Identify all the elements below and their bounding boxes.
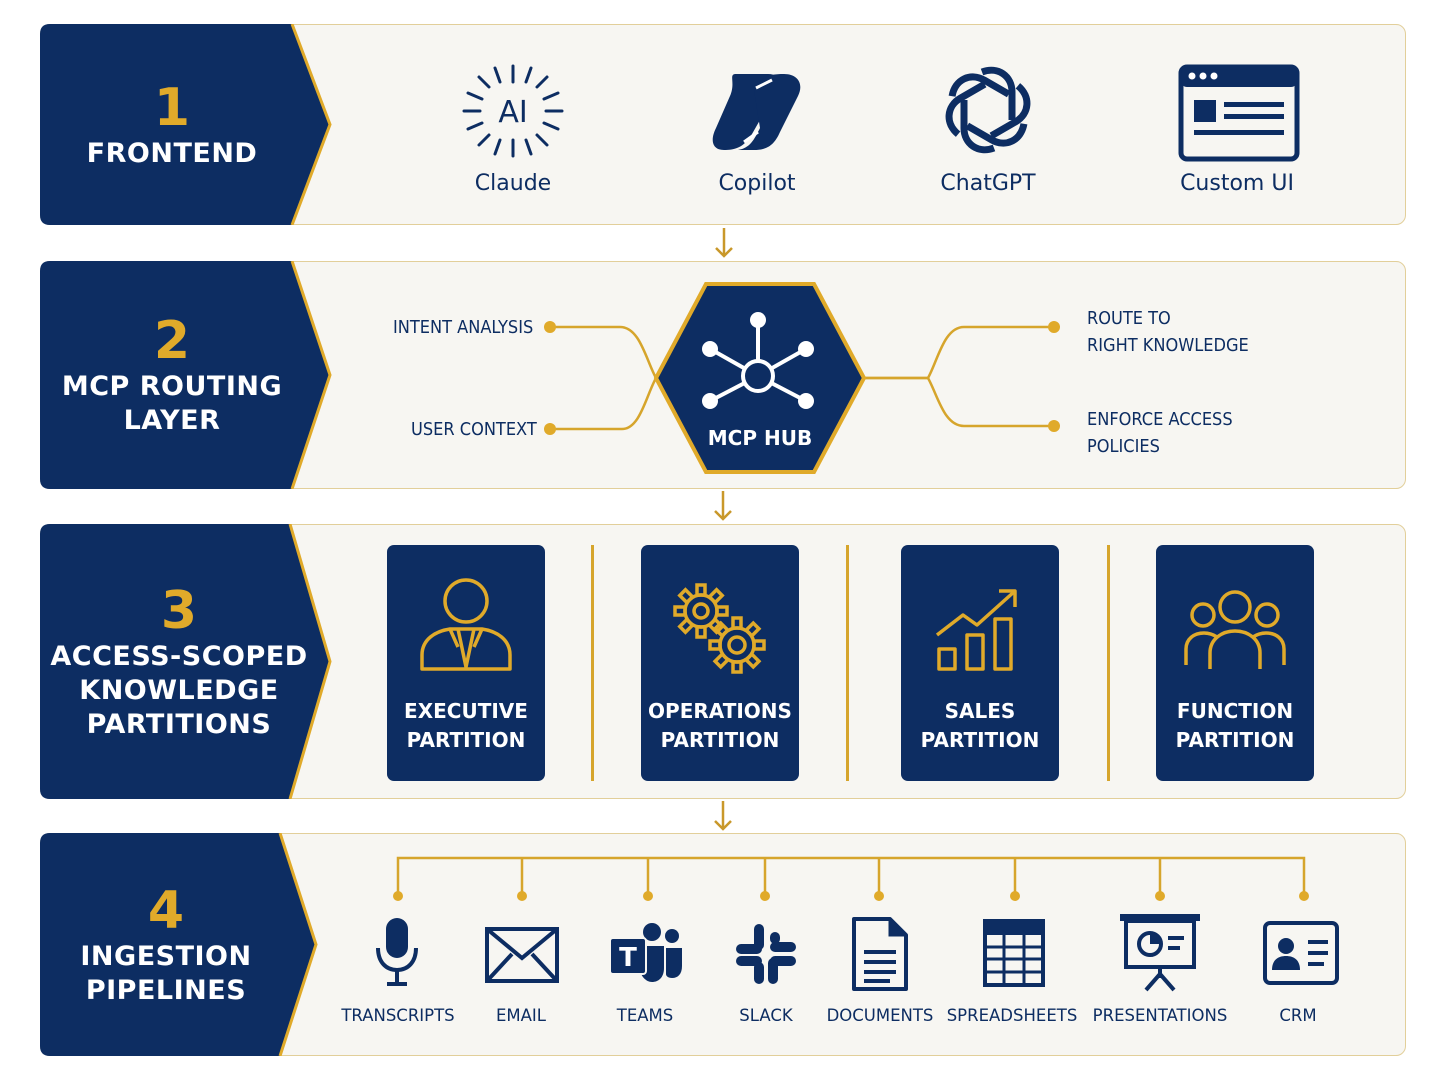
chatgpt-icon [945,66,1031,154]
partition-label-line: SALES [944,699,1016,723]
partition-label-line: PARTITION [660,728,780,752]
source-label-spreadsheets: SPREADSHEETS [946,1006,1078,1025]
source-label-crm: CRM [1279,1006,1317,1025]
layer-title-line: MCP ROUTING [61,371,283,402]
source-label-email: EMAIL [495,1006,546,1025]
presentation-icon [1120,914,1200,992]
mcp-hub-hexagon [653,282,867,474]
layer-heading-3: 3 ACCESS-SCOPED KNOWLEDGE PARTITIONS [40,524,318,799]
source-label-teams: TEAMS [616,1006,674,1025]
svg-text:T: T [619,943,637,973]
partition-card-function: FUNCTION PARTITION [1156,545,1314,781]
source-label-presentations: PRESENTATIONS [1092,1006,1228,1025]
app-label-copilot: Copilot [718,171,796,196]
layer-title-line: LAYER [123,405,221,436]
layer-title-line: INGESTION [80,940,252,972]
flow-arrow-1 [715,228,733,258]
app-label-chatgpt: ChatGPT [940,171,1036,196]
source-label-documents: DOCUMENTS [826,1006,934,1025]
route-output-line: ENFORCE ACCESS [1087,409,1233,430]
route-input-user-context: USER CONTEXT [411,419,537,440]
executive-person-icon [420,578,512,671]
layer-title-line: ACCESS-SCOPED [50,640,308,672]
partition-divider [846,545,849,781]
layer-number: 2 [153,311,191,371]
document-icon [852,917,908,991]
spreadsheet-icon [983,919,1045,987]
layer-title: FRONTEND [86,137,258,169]
layer-tab-4 [40,833,318,1056]
layer-title-line: KNOWLEDGE [79,674,279,706]
contact-card-icon [1263,921,1339,985]
partition-label: OPERATIONS PARTITION [641,697,799,755]
route-output-enforce-access: ENFORCE ACCESS POLICIES [1087,406,1233,460]
partition-label-line: PARTITION [406,728,526,752]
layer-tab-3 [40,524,332,799]
partition-label: FUNCTION PARTITION [1156,697,1314,755]
layer-title-line: PIPELINES [85,974,247,1006]
partition-divider [591,545,594,781]
layer-number: 1 [153,77,191,138]
routing-connectors [544,321,1060,435]
browser-window-icon [1178,64,1300,162]
flow-arrow-2 [714,491,732,521]
layer-tab-2 [40,261,332,489]
partition-label-line: PARTITION [920,728,1040,752]
svg-text:AI: AI [498,95,527,130]
partition-label-line: EXECUTIVE [404,699,528,723]
copilot-icon [712,74,801,150]
route-output-line: RIGHT KNOWLEDGE [1087,335,1249,356]
partition-label-line: OPERATIONS [648,699,792,723]
partition-card-sales: SALES PARTITION [901,545,1059,781]
growth-chart-icon [935,589,1017,671]
route-output-route-knowledge: ROUTE TO RIGHT KNOWLEDGE [1087,305,1249,359]
teams-icon: T [609,923,682,982]
partition-label: SALES PARTITION [901,697,1059,755]
layer-title-line: PARTITIONS [86,708,272,740]
gears-icon [673,583,766,674]
layer-number: 4 [147,880,185,941]
layer-heading-2: 2 MCP ROUTING LAYER [40,261,304,489]
slack-icon [736,924,796,984]
mcp-hub-label: MCP HUB [707,426,813,450]
partition-card-executive: EXECUTIVE PARTITION [387,545,545,781]
app-label-custom-ui: Custom UI [1180,171,1294,196]
partition-label-line: PARTITION [1175,728,1295,752]
route-output-line: ROUTE TO [1087,308,1171,329]
app-label-claude: Claude [474,171,552,196]
layer-number: 3 [160,580,198,641]
partition-card-operations: OPERATIONS PARTITION [641,545,799,781]
layer-tab-1 [40,24,332,225]
route-input-intent-analysis: INTENT ANALYSIS [393,317,534,338]
ingestion-bus [393,856,1309,901]
source-label-transcripts: TRANSCRIPTS [341,1006,455,1025]
microphone-icon [376,918,418,986]
ai-sparkle-icon: AI [462,64,564,158]
layer-heading-1: 1 FRONTEND [40,24,304,225]
route-output-line: POLICIES [1087,436,1160,457]
partition-label: EXECUTIVE PARTITION [387,697,545,755]
team-icon [1184,590,1286,669]
partition-divider [1107,545,1110,781]
partition-label-line: FUNCTION [1176,699,1294,723]
flow-arrow-3 [714,801,732,831]
envelope-icon [485,927,559,983]
source-label-slack: SLACK [739,1006,793,1025]
layer-heading-4: 4 INGESTION PIPELINES [40,833,292,1056]
